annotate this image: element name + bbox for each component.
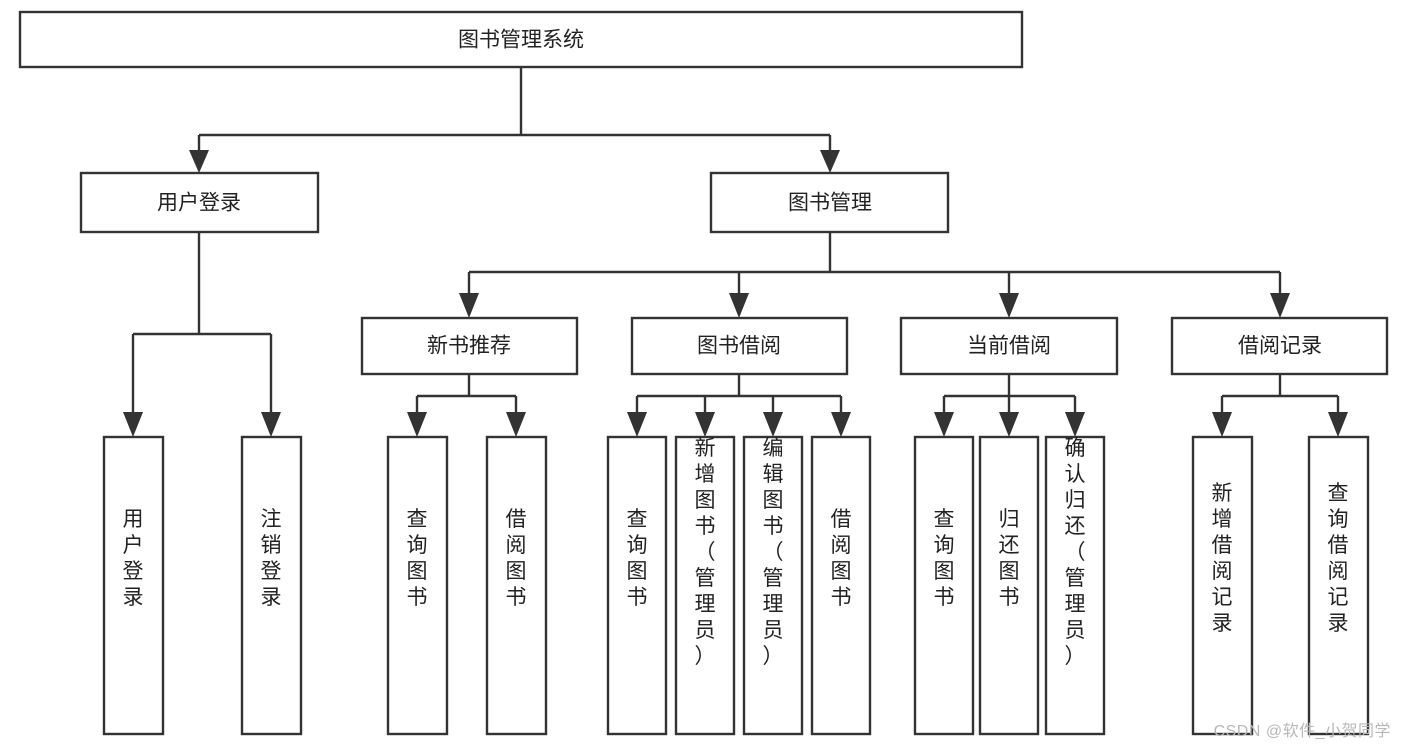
csdn-watermark: CSDN @软件_小贺同学: [1213, 723, 1391, 740]
leaf-box-query-book-recommend: [386, 435, 449, 736]
leaf-node-query-book-borrow[interactable]: 查询图书: [606, 435, 668, 736]
node-label-current-borrow: 当前借阅: [967, 335, 1051, 358]
node-label-borrow-record: 借阅记录: [1238, 335, 1322, 358]
leaf-node-borrow-book-recommend[interactable]: 借阅图书: [485, 435, 548, 736]
leaf-label-query-borrow-record: 查询借阅记录: [1328, 482, 1349, 635]
connector-layer: [123, 67, 1348, 437]
leaf-box-logout: [240, 435, 303, 736]
node-box-borrow-record: [1170, 316, 1389, 376]
node-label-root: 图书管理系统: [458, 29, 584, 52]
leaf-node-add-book-admin[interactable]: 新增图书（管理员）: [674, 435, 736, 736]
node-current-borrow[interactable]: 当前借阅: [899, 316, 1119, 376]
leaf-label-query-book-current: 查询图书: [934, 508, 955, 609]
leaf-box-return-book: [978, 435, 1040, 736]
leaf-label-user-login: 用户登录: [123, 508, 144, 609]
arrow-head-currentborrow-leaf-1: [934, 412, 954, 437]
node-borrow-record[interactable]: 借阅记录: [1170, 316, 1389, 376]
arrow-head-newbook-leaf-1: [407, 412, 427, 437]
leaf-node-query-book-recommend[interactable]: 查询图书: [386, 435, 449, 736]
leaf-box-query-book-current: [913, 435, 975, 736]
leaf-node-add-borrow-record[interactable]: 新增借阅记录: [1191, 435, 1254, 736]
arrow-head-book-borrow: [729, 293, 749, 318]
arrow-head-currentborrow-leaf-3: [1065, 412, 1085, 437]
leaf-node-return-book[interactable]: 归还图书: [978, 435, 1040, 736]
arrow-head-book-mgmt: [820, 150, 840, 173]
node-root-book-management-system[interactable]: 图书管理系统: [18, 10, 1024, 69]
arrow-head-leaf-logout: [261, 412, 281, 437]
leaf-label-return-book: 归还图书: [999, 508, 1020, 609]
node-box-book-borrow: [630, 316, 849, 376]
leaf-node-borrow-book[interactable]: 借阅图书: [810, 435, 872, 736]
leaf-node-user-login[interactable]: 用户登录: [102, 435, 165, 736]
node-box-new-book-recommend: [360, 316, 579, 376]
leaf-label-query-book-borrow: 查询图书: [627, 508, 648, 609]
leaf-node-query-borrow-record[interactable]: 查询借阅记录: [1307, 435, 1370, 736]
arrow-head-currentborrow-leaf-2: [999, 412, 1019, 437]
leaf-node-logout[interactable]: 注销登录: [240, 435, 303, 736]
leaf-label-query-book-recommend: 查询图书: [407, 508, 428, 609]
arrow-head-new-book: [459, 293, 479, 318]
leaf-node-confirm-return-admin[interactable]: 确认归还（管理员）: [1044, 435, 1106, 736]
arrow-head-borrowrecord-leaf-2: [1328, 412, 1348, 437]
node-book-management[interactable]: 图书管理: [709, 171, 950, 234]
arrow-head-bookborrow-leaf-4: [831, 412, 851, 437]
arrow-head-bookborrow-leaf-3: [763, 412, 783, 437]
leaf-box-add-borrow-record: [1191, 435, 1254, 736]
node-user-login[interactable]: 用户登录: [79, 171, 320, 234]
leaf-box-edit-book-admin: [742, 435, 804, 736]
node-label-new-book-recommend: 新书推荐: [427, 335, 511, 358]
leaf-label-confirm-return-admin: 确认归还（管理员）: [1065, 437, 1086, 668]
leaf-box-user-login: [102, 435, 165, 736]
leaf-box-confirm-return-admin: [1044, 435, 1106, 736]
arrow-head-bookborrow-leaf-2: [695, 412, 715, 437]
arrow-head-user-login: [189, 150, 209, 173]
node-label-user-login: 用户登录: [157, 192, 241, 215]
node-box-user-login: [79, 171, 320, 234]
leaf-box-borrow-book: [810, 435, 872, 736]
node-new-book-recommend[interactable]: 新书推荐: [360, 316, 579, 376]
node-label-book-management: 图书管理: [788, 192, 872, 215]
node-box-book-management: [709, 171, 950, 234]
leaf-label-add-borrow-record: 新增借阅记录: [1212, 482, 1233, 635]
arrow-head-newbook-leaf-2: [506, 412, 526, 437]
leaf-node-query-book-current[interactable]: 查询图书: [913, 435, 975, 736]
leaf-box-borrow-book-recommend: [485, 435, 548, 736]
node-box-current-borrow: [899, 316, 1119, 376]
arrow-head-bookborrow-leaf-1: [627, 412, 647, 437]
leaf-label-borrow-book-recommend: 借阅图书: [506, 508, 527, 609]
node-label-book-borrow: 图书借阅: [697, 335, 781, 358]
leaf-label-edit-book-admin: 编辑图书（管理员）: [763, 437, 784, 668]
arrow-head-current-borrow: [999, 293, 1019, 318]
node-box-root: [18, 10, 1024, 69]
leaf-label-borrow-book: 借阅图书: [831, 508, 852, 609]
arrow-head-borrowrecord-leaf-1: [1212, 412, 1232, 437]
leaf-box-query-borrow-record: [1307, 435, 1370, 736]
leaf-box-add-book-admin: [674, 435, 736, 736]
leaf-box-query-book-borrow: [606, 435, 668, 736]
arrow-head-leaf-user-login: [123, 412, 143, 437]
node-book-borrow[interactable]: 图书借阅: [630, 316, 849, 376]
leaf-label-logout: 注销登录: [261, 508, 282, 609]
arrow-head-borrow-record: [1270, 293, 1290, 318]
leaf-node-edit-book-admin[interactable]: 编辑图书（管理员）: [742, 435, 804, 736]
leaf-label-add-book-admin: 新增图书（管理员）: [695, 437, 716, 668]
